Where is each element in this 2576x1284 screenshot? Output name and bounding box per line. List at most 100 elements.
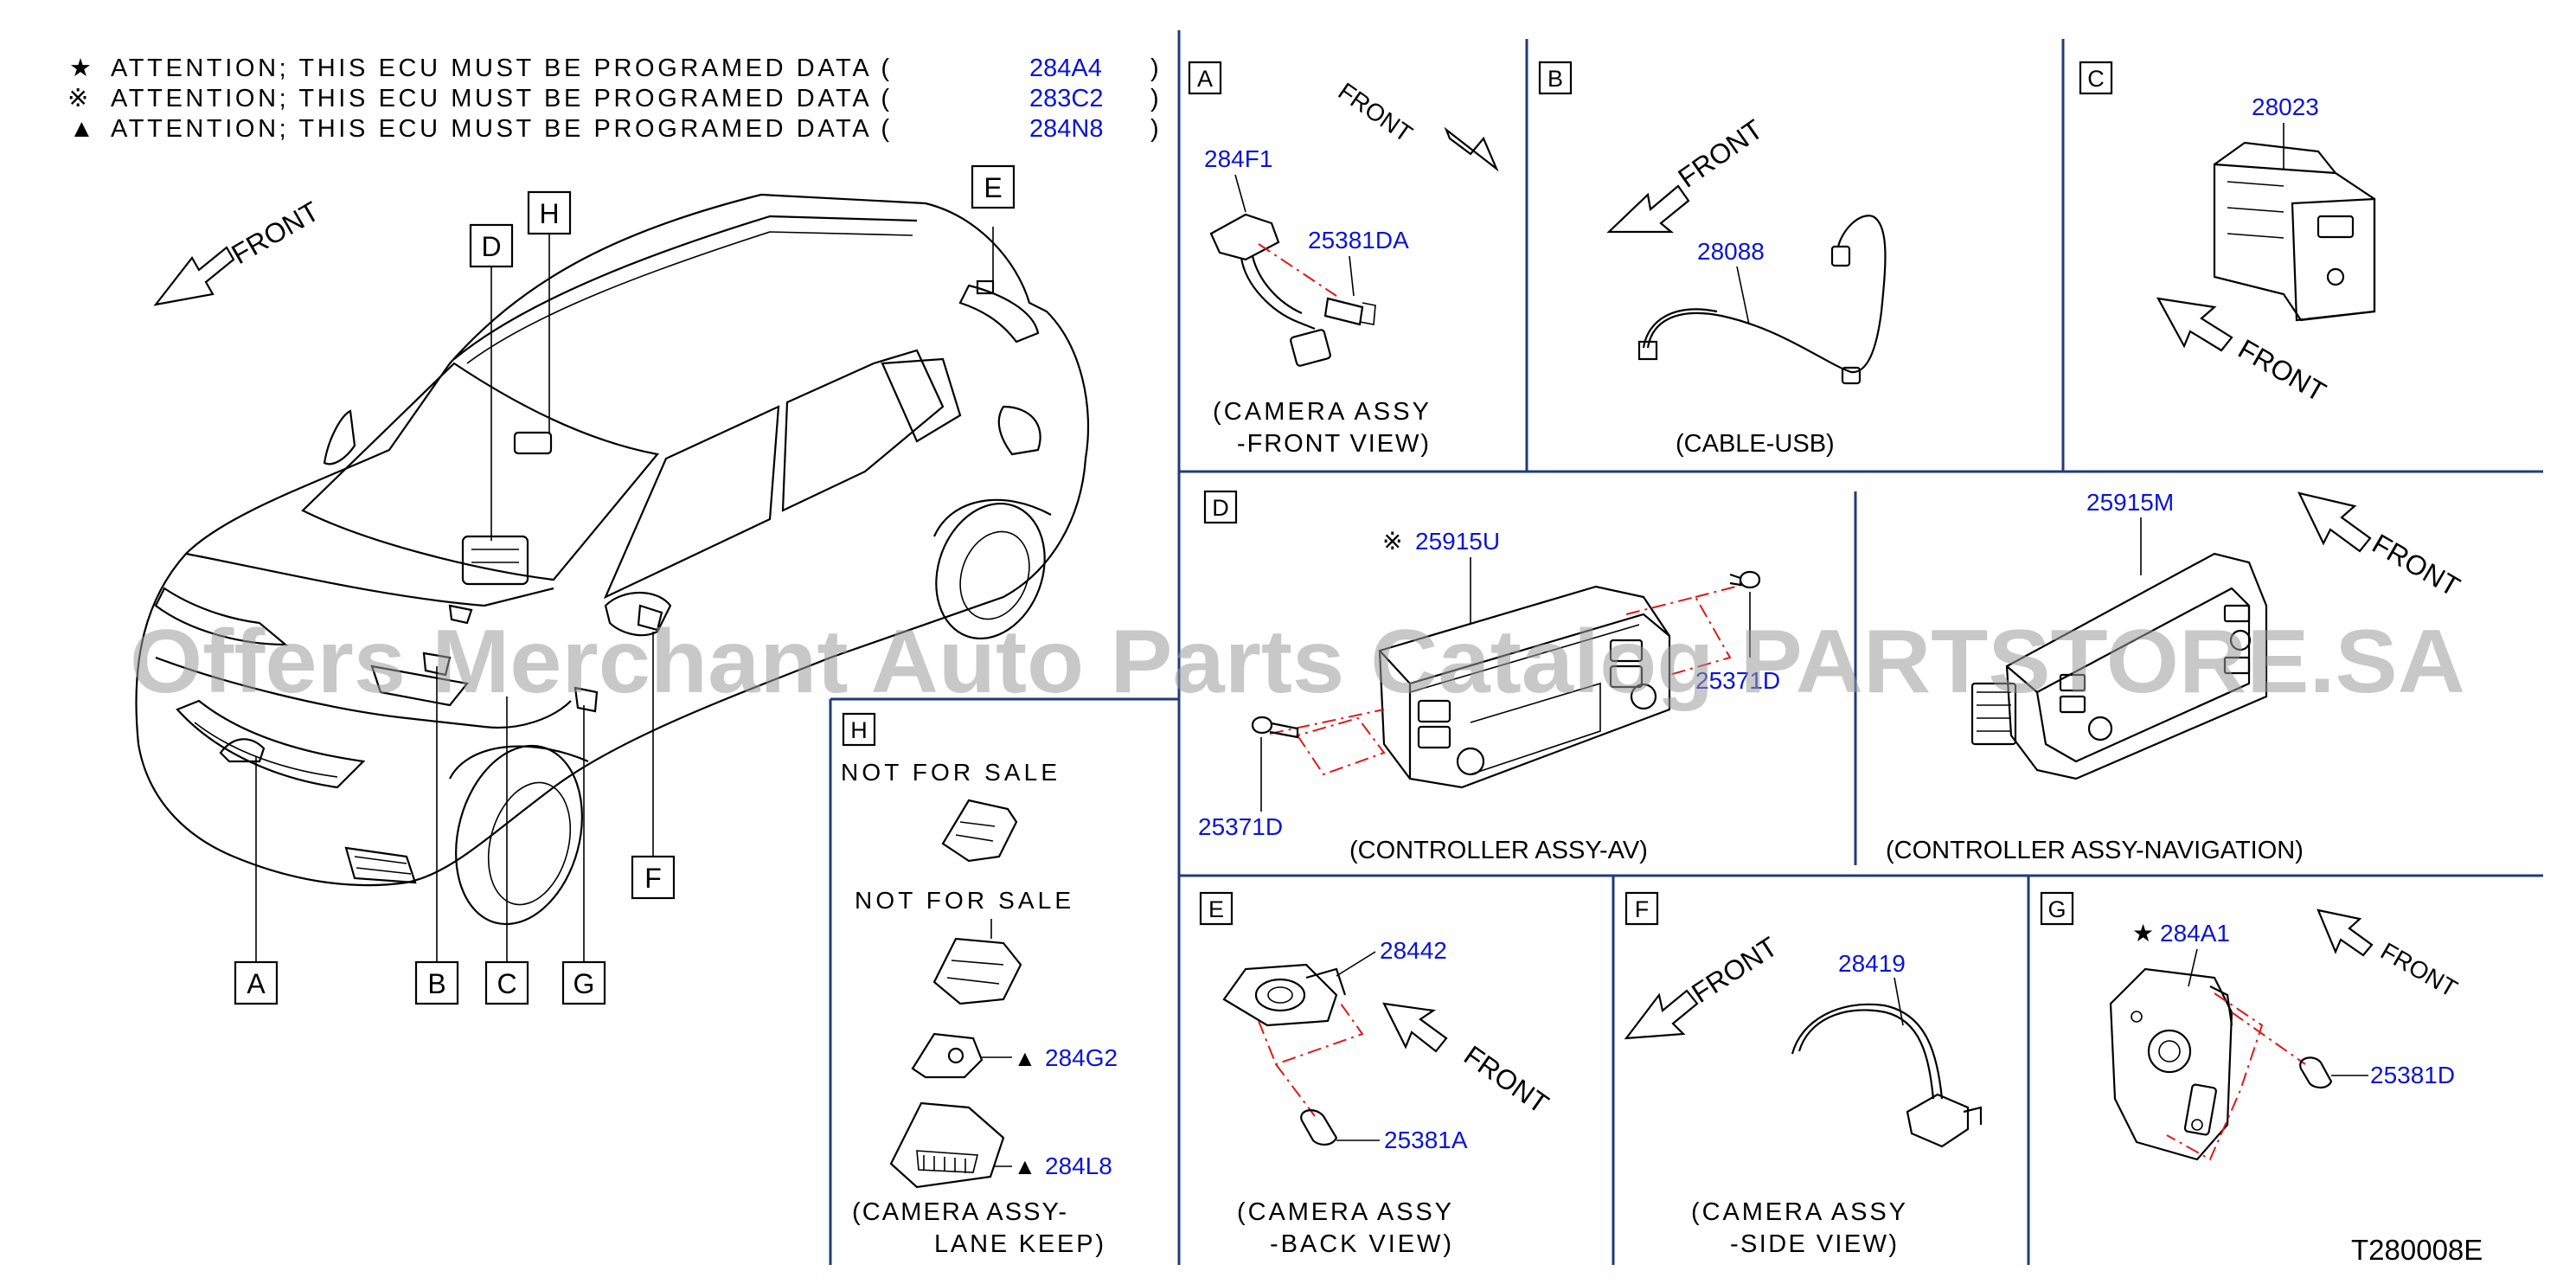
panel-d-caption: (CONTROLLER ASSY-AV) <box>1349 837 1648 864</box>
attention-notes: ★ ATTENTION; THIS ECU MUST BE PROGRAMED … <box>67 55 1159 143</box>
lane-keep-camera <box>911 1032 984 1079</box>
panel-nav-front: FRONT <box>2368 528 2465 602</box>
panel-g-part-284a1[interactable]: 284A1 <box>2160 920 2230 947</box>
panel-c-letter: C <box>2087 66 2105 92</box>
panel-b: B FRONT 28088 (CABLE-USB) <box>1538 61 1887 458</box>
panel-d-part-25371d-right[interactable]: 25371D <box>1695 667 1780 694</box>
note-2-code[interactable]: 283C2 <box>1029 85 1103 112</box>
callout-g[interactable]: G <box>561 960 606 1005</box>
panel-h-caption-2: LANE KEEP) <box>934 1230 1104 1258</box>
callout-e[interactable]: E <box>971 164 1016 209</box>
panel-g-front-arrow <box>2316 908 2374 957</box>
panel-e-caption-1: (CAMERA ASSY <box>1237 1198 1451 1226</box>
callout-h[interactable]: H <box>527 190 572 235</box>
svg-text:B: B <box>427 968 445 999</box>
panel-d-mark: ※ <box>1382 528 1402 555</box>
note-1-text: ATTENTION; THIS ECU MUST BE PROGRAMED DA… <box>111 55 889 82</box>
callout-d[interactable]: D <box>469 223 514 268</box>
panel-f-front: FRONT <box>1686 931 1783 1009</box>
panel-d-part-25915u[interactable]: 25915U <box>1415 528 1500 555</box>
overview-front-label: FRONT <box>227 196 324 270</box>
svg-text:E: E <box>984 172 1002 203</box>
note-1-symbol: ★ <box>69 55 92 82</box>
lane-keep-cover <box>932 937 1022 1005</box>
panel-a-part-284f1[interactable]: 284F1 <box>1204 145 1272 172</box>
lane-keep-bracket <box>941 799 1018 863</box>
note-3-close: ) <box>1150 115 1159 143</box>
vehicle-overview <box>135 193 1090 926</box>
panel-c-part-28023[interactable]: 28023 <box>2252 93 2319 120</box>
panel-c: C 28023 FRONT <box>2079 61 2376 408</box>
side-camera-bracket <box>2109 967 2233 1161</box>
panel-grid <box>829 30 2543 1265</box>
side-camera <box>1906 1093 1970 1148</box>
front-camera <box>1209 213 1280 261</box>
panel-g-letter: G <box>2047 896 2066 922</box>
panel-f-caption-1: (CAMERA ASSY <box>1691 1198 1906 1226</box>
panel-a-front-arrow <box>1444 126 1499 172</box>
screw-25371d-right <box>1729 570 1761 589</box>
panel-d-part-25371d-bottom[interactable]: 25371D <box>1198 813 1283 840</box>
side-camera-cable <box>1797 1009 1935 1100</box>
panel-a-part-25381da[interactable]: 25381DA <box>1308 227 1409 254</box>
panel-h-part-284l8[interactable]: 284L8 <box>1045 1152 1112 1179</box>
panel-c-front: FRONT <box>2233 333 2331 408</box>
panel-a: A FRONT 284F1 25381DA (CAMERA ASSY -FRON… <box>1188 61 1499 458</box>
panel-b-front: FRONT <box>1672 113 1768 194</box>
panel-g-part-25381d[interactable]: 25381D <box>2370 1062 2455 1088</box>
bolt-25381d <box>2299 1056 2333 1089</box>
panel-b-caption: (CABLE-USB) <box>1676 430 1835 458</box>
svg-text:H: H <box>539 198 559 229</box>
usb-cable <box>1646 215 1887 374</box>
panel-h: H NOT FOR SALE NOT FOR SALE ▲ 284G2 ▲ 28… <box>841 712 1118 1258</box>
panel-nav-front-arrow <box>2297 491 2372 553</box>
callout-f[interactable]: F <box>631 855 676 900</box>
panel-h-part-284g2[interactable]: 284G2 <box>1045 1044 1118 1071</box>
note-2-text: ATTENTION; THIS ECU MUST BE PROGRAMED DA… <box>111 85 889 112</box>
nav-controller <box>1970 552 2268 780</box>
screw-25371d-left <box>1251 716 1299 739</box>
back-camera <box>1222 963 1347 1027</box>
panel-e-caption-2: -BACK VIEW) <box>1270 1230 1451 1258</box>
panel-f: F FRONT 28419 (CAMERA ASSY -SIDE VIEW) <box>1624 891 1983 1258</box>
panel-a-letter: A <box>1197 66 1213 92</box>
panel-f-letter: F <box>1635 896 1650 922</box>
note-3-text: ATTENTION; THIS ECU MUST BE PROGRAMED DA… <box>111 115 889 143</box>
panel-f-part-28419[interactable]: 28419 <box>1838 950 1906 977</box>
callout-b[interactable]: B <box>414 960 459 1005</box>
note-3-symbol: ▲ <box>69 115 94 143</box>
callout-c[interactable]: C <box>484 960 529 1005</box>
lane-keep-housing <box>889 1101 1005 1189</box>
panel-b-letter: B <box>1548 66 1563 92</box>
panel-e-front: FRONT <box>1458 1039 1554 1120</box>
panel-d-letter: D <box>1212 495 1229 521</box>
note-3-code[interactable]: 284N8 <box>1029 115 1103 143</box>
note-2-close: ) <box>1150 85 1159 112</box>
panel-h-caption-1: (CAMERA ASSY- <box>852 1198 1067 1226</box>
note-1-code[interactable]: 284A4 <box>1029 55 1102 82</box>
panel-e-letter: E <box>1208 896 1224 922</box>
panel-h-nfs-1: NOT FOR SALE <box>841 759 1057 786</box>
av-controller <box>1378 585 1671 789</box>
bolt-25381a <box>1300 1109 1338 1146</box>
overview-callouts: A B C G F D H E <box>234 164 1016 1005</box>
panel-b-part-28088[interactable]: 28088 <box>1697 238 1765 265</box>
svg-text:A: A <box>247 968 266 999</box>
svg-text:G: G <box>574 968 595 999</box>
panel-h-letter: H <box>850 717 868 743</box>
panel-h-nfs-2: NOT FOR SALE <box>855 887 1071 914</box>
panel-nav-part-25915m[interactable]: 25915M <box>2086 489 2174 516</box>
panel-e-front-arrow <box>1382 1002 1448 1053</box>
panel-f-front-arrow <box>1624 989 1699 1040</box>
callout-a[interactable]: A <box>234 960 279 1005</box>
usb-module <box>2213 141 2376 322</box>
panel-e-part-25381a[interactable]: 25381A <box>1384 1127 1468 1153</box>
panel-g-front: FRONT <box>2376 937 2462 1002</box>
panel-f-caption-2: -SIDE VIEW) <box>1730 1230 1897 1258</box>
panel-e-part-28442[interactable]: 28442 <box>1380 937 1447 964</box>
note-2-symbol: ※ <box>67 85 88 112</box>
note-1-close: ) <box>1150 55 1159 82</box>
svg-text:F: F <box>644 863 662 894</box>
watermark: Offers Merchant Auto Parts Catalog PARTS… <box>130 612 2465 712</box>
